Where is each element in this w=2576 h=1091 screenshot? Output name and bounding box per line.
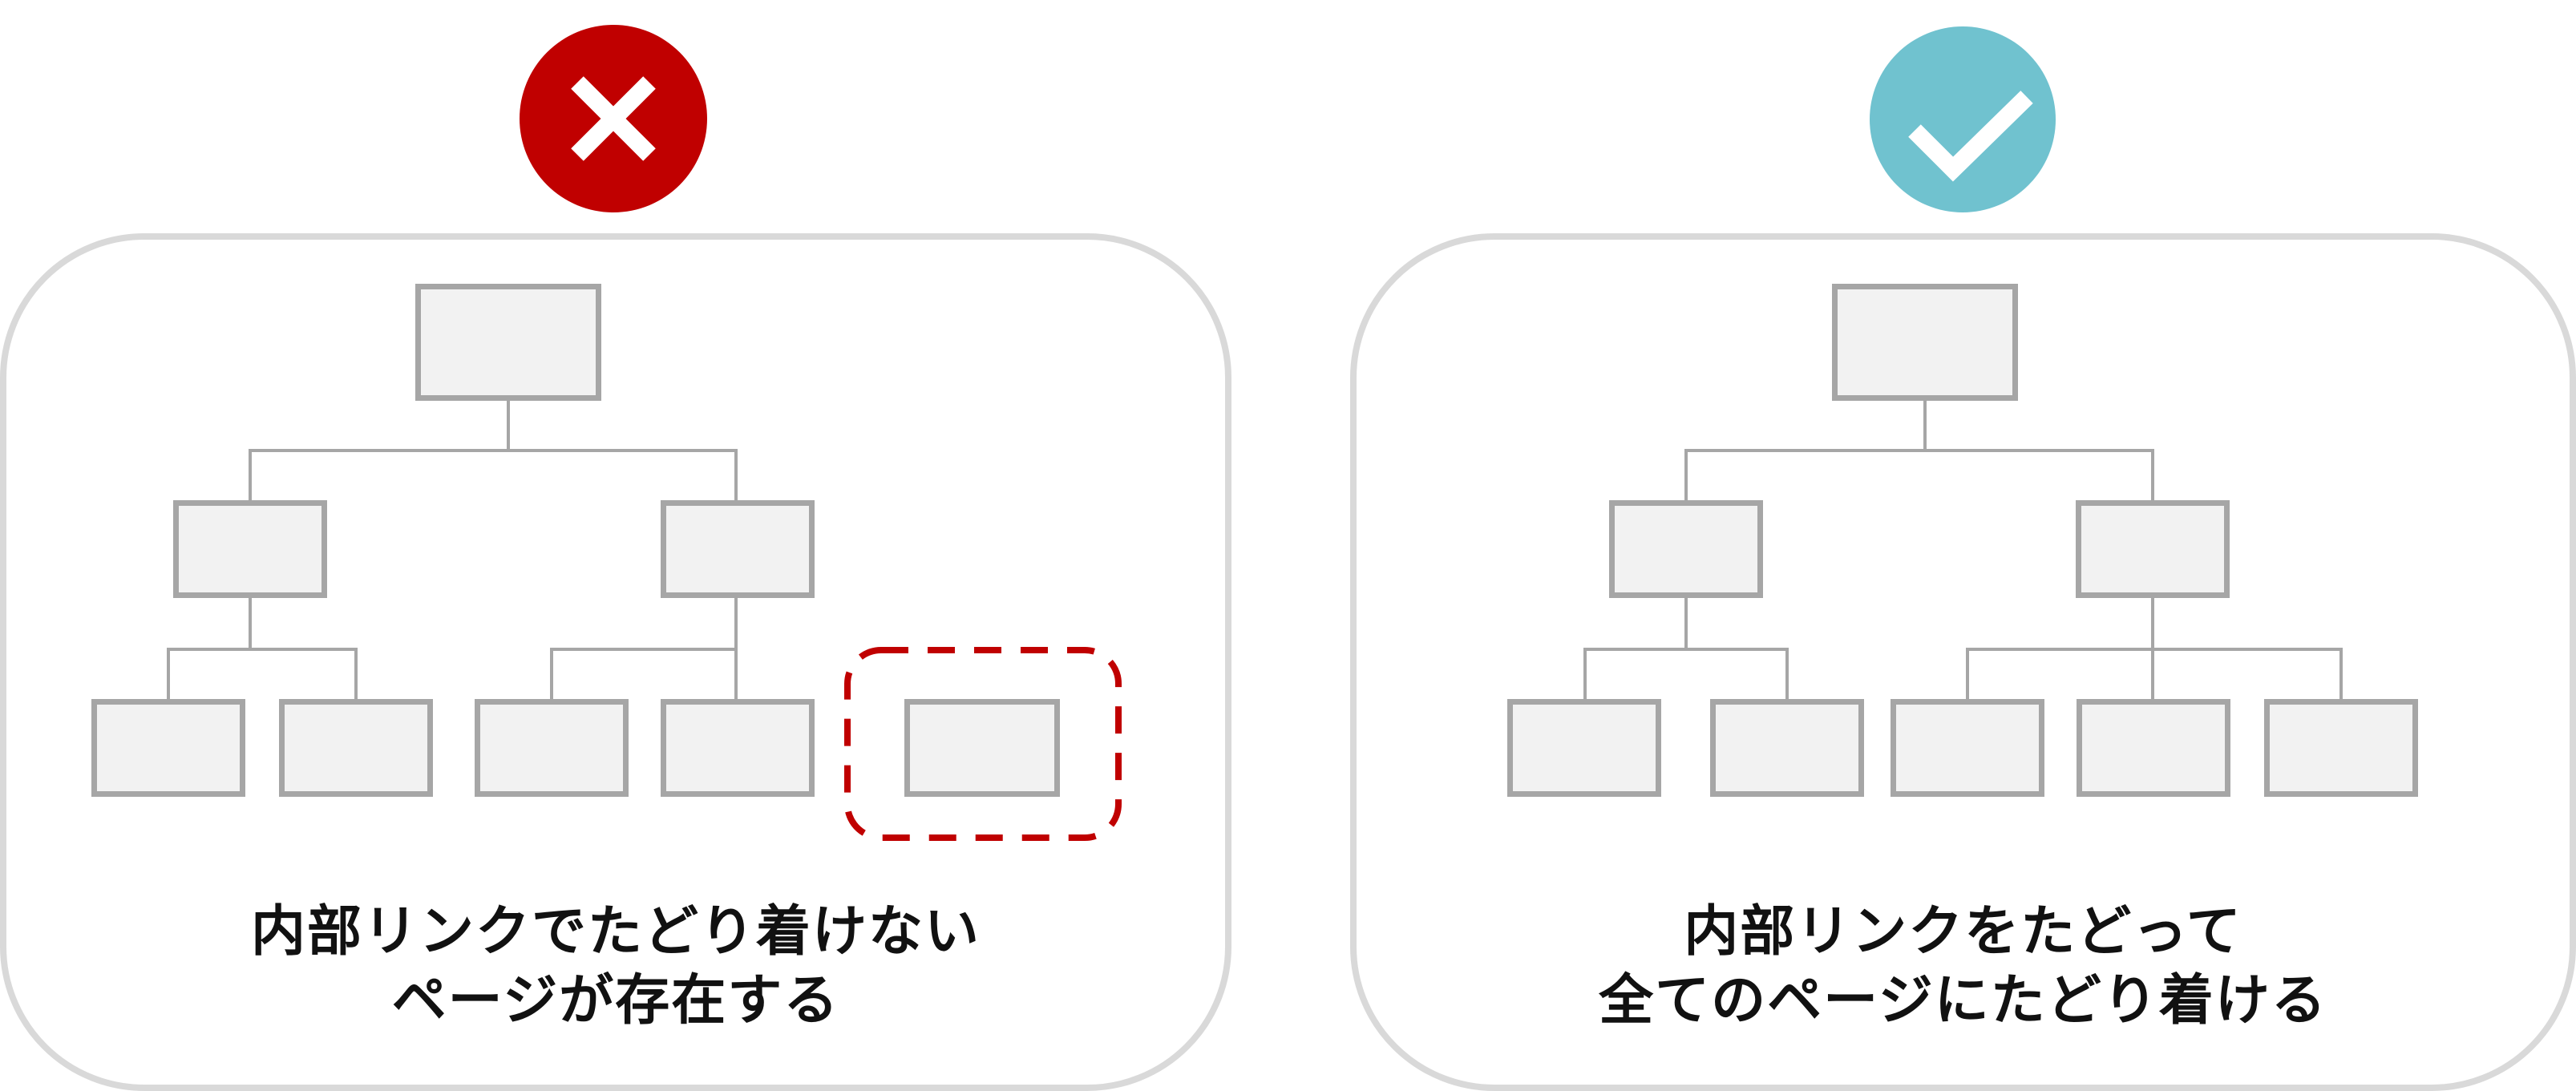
check-icon (1870, 26, 2056, 212)
page-node-level2 (661, 500, 815, 598)
connector (2151, 449, 2154, 502)
page-node-leaf (475, 699, 629, 797)
page-node-level2 (173, 500, 327, 598)
page-node-orphan (904, 699, 1060, 797)
caption-line: 内部リンクでたどり着けない (250, 900, 981, 964)
page-node-root (415, 284, 601, 401)
connector (550, 648, 738, 651)
connector (249, 449, 252, 502)
connector (550, 648, 553, 701)
connector (249, 449, 738, 452)
caption-good: 内部リンクをたどって 全てのページにたどり着ける (1350, 898, 2576, 1036)
caption-line: 内部リンクをたどって (1684, 900, 2242, 964)
connector (2151, 596, 2154, 649)
cross-icon (520, 25, 707, 212)
caption-line: ページが存在する (391, 969, 840, 1032)
connector (734, 596, 738, 649)
connector (1923, 399, 1927, 451)
connector (1684, 596, 1688, 649)
connector (507, 399, 510, 451)
connector (1684, 449, 1688, 502)
connector (167, 648, 170, 701)
connector (354, 648, 358, 701)
connector (1583, 648, 1789, 651)
panel-bad-example (0, 233, 1231, 1091)
caption-bad: 内部リンクでたどり着けない ページが存在する (0, 898, 1231, 1036)
page-node-leaf (1507, 699, 1661, 797)
connector (1785, 648, 1789, 701)
connector (734, 449, 738, 502)
page-node-root (1832, 284, 2018, 401)
page-node-level2 (2076, 500, 2230, 598)
connector (167, 648, 358, 651)
connector (249, 596, 252, 649)
page-node-leaf (279, 699, 433, 797)
connector (2339, 648, 2343, 701)
orphan-highlight (843, 646, 1122, 842)
page-node-leaf (2264, 699, 2418, 797)
connector (1966, 648, 1969, 701)
page-node-leaf (1710, 699, 1864, 797)
connector (734, 648, 738, 701)
page-node-leaf (661, 699, 815, 797)
caption-line: 全てのページにたどり着ける (1599, 969, 2327, 1032)
page-node-leaf (91, 699, 245, 797)
page-node-leaf (2077, 699, 2230, 797)
page-node-level2 (1609, 500, 1763, 598)
page-node-leaf (1891, 699, 2044, 797)
connector (1966, 648, 2343, 651)
connector (2151, 648, 2154, 701)
connector (1583, 648, 1587, 701)
connector (1684, 449, 2154, 452)
